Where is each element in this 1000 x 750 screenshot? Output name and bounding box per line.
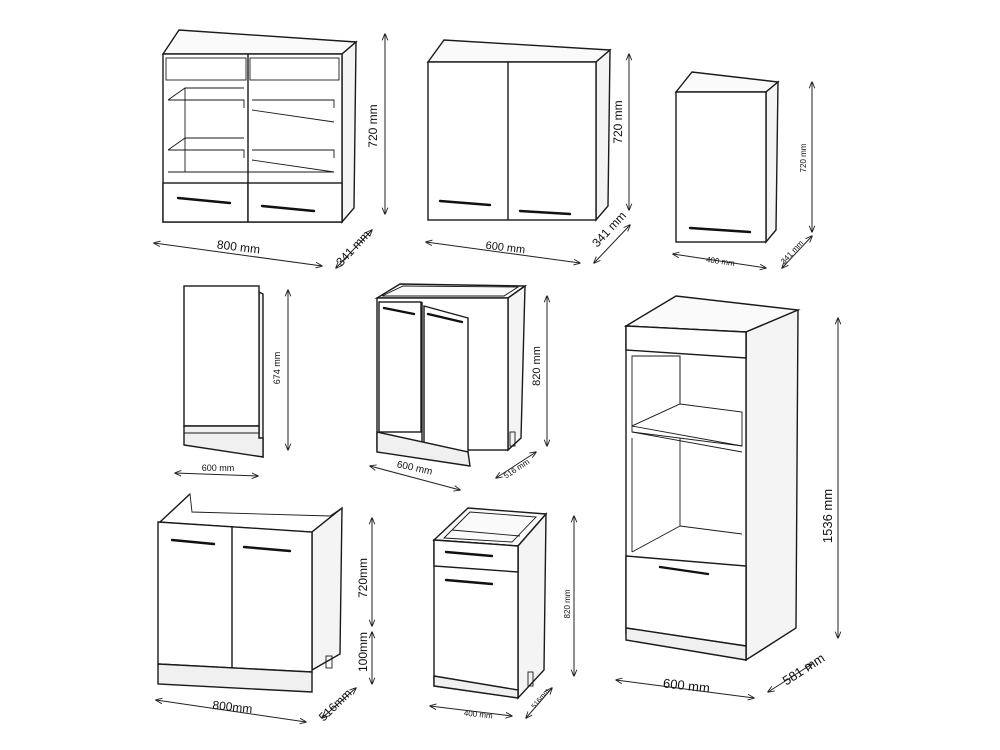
dimension-label: 600 mm: [485, 240, 526, 257]
dimension-label: 674 mm: [272, 352, 282, 385]
dimension-label: 820 mm: [531, 346, 543, 386]
dimension-label: 516mm: [531, 688, 551, 711]
dimension-label: 341 mm: [779, 238, 806, 266]
dimension-label: 400 mm: [463, 709, 493, 721]
tall-oven-cabinet: 600 mm 581 mm 1536 mm: [616, 295, 838, 698]
dimension-label: 720mm: [356, 558, 370, 598]
dimension-label: 600 mm: [202, 463, 235, 473]
dimension-label: 516mm: [316, 686, 355, 724]
dimension-label: 581 mm: [780, 650, 828, 688]
dimension-label: 720 mm: [799, 143, 808, 172]
drawer-base-cabinet-400: 400 mm 516mm 820 mm: [430, 507, 574, 721]
dimension-label: 600 mm: [396, 459, 434, 477]
dimension-label: 1536 mm: [820, 489, 835, 543]
sink-base-cabinet-800: 800mm 516mm 720mm 100mm: [156, 493, 372, 724]
wall-cabinet-600: 600 mm 341 mm 720 mm: [426, 39, 630, 263]
dimension-label: 720 mm: [611, 100, 625, 143]
dimension-label: 341 mm: [333, 228, 373, 269]
wall-glass-cabinet-800: 800 mm 341 mm 720 mm: [154, 29, 385, 269]
dimension-label: 720 mm: [366, 104, 380, 147]
dimension-label: 800mm: [212, 698, 253, 716]
dimension-label: 600 mm: [662, 676, 710, 696]
base-cabinet-600: 600 mm 516 mm 820 mm: [370, 283, 547, 490]
dimension-label: 400 mm: [705, 255, 735, 268]
wall-cabinet-400: 400 mm 341 mm 720 mm: [673, 71, 812, 268]
dimension-label: 100mm: [356, 632, 370, 672]
dishwasher-front-panel-600: 600 mm 674 mm: [175, 285, 288, 476]
dimension-label: 800 mm: [216, 237, 261, 256]
dimension-label: 820 mm: [563, 589, 572, 618]
dimension-label: 516 mm: [502, 457, 531, 480]
